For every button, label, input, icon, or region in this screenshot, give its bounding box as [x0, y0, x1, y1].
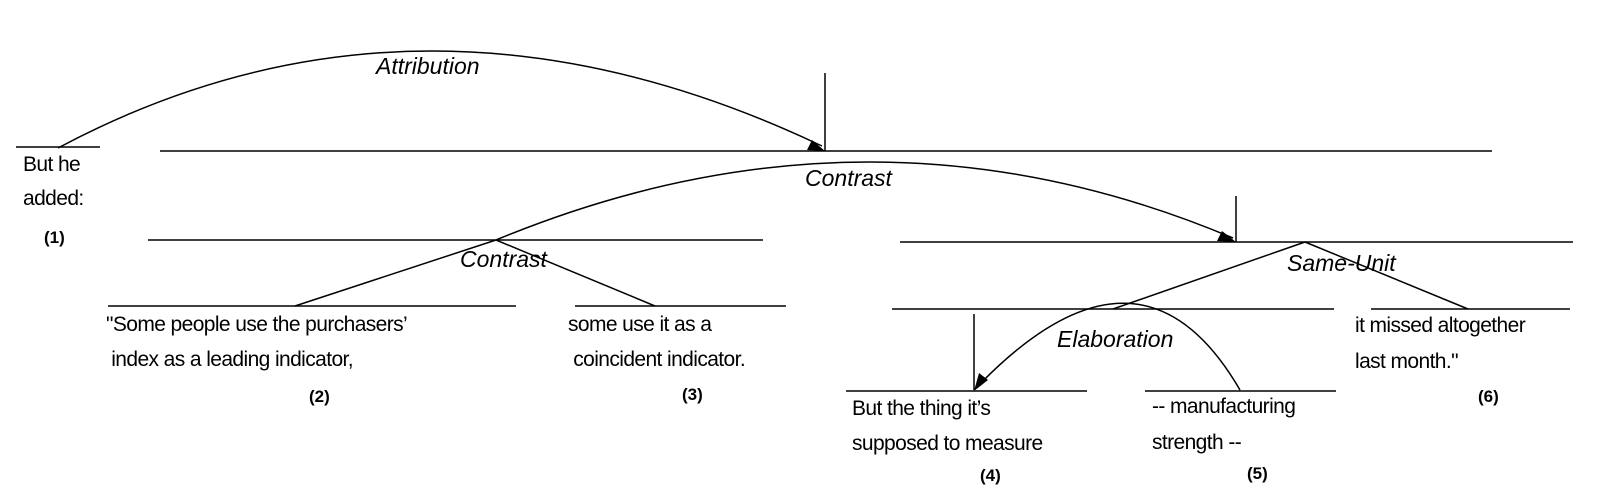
segment-3-line-1: some use it as a [568, 313, 712, 336]
contrast-left-label: Contrast [460, 246, 549, 272]
same-unit-label: Same-Unit [1287, 250, 1397, 276]
segment-6: it missed altogether last month." (6) [1355, 314, 1526, 406]
segment-4-number: (4) [980, 466, 1001, 485]
segment-2: "Some people use the purchasers’ index a… [106, 313, 408, 406]
attribution-arrowhead [807, 140, 825, 151]
segment-6-number: (6) [1478, 387, 1499, 406]
contrast-left-branch-2 [294, 239, 497, 307]
segment-1-number: (1) [44, 228, 65, 247]
segment-6-line-1: it missed altogether [1355, 314, 1526, 337]
segment-5-line-2: strength -- [1152, 431, 1242, 454]
same-unit-branch-left [1112, 241, 1306, 310]
attribution-label: Attribution [374, 53, 480, 79]
segment-5-line-1: -- manufacturing [1152, 395, 1295, 418]
segment-2-number: (2) [309, 387, 330, 406]
segment-1-line-1: But he [23, 153, 80, 176]
segment-4-line-1: But the thing it’s [852, 397, 990, 420]
segment-1: But he added: (1) [23, 153, 84, 247]
segment-3-line-2: coincident indicator. [568, 348, 745, 371]
contrast-top-arrowhead [1217, 231, 1236, 242]
segment-4: But the thing it’s supposed to measure (… [852, 397, 1043, 485]
segment-2-line-2: index as a leading indicator, [106, 348, 353, 371]
segment-2-line-1: "Some people use the purchasers’ [106, 313, 407, 336]
segment-1-line-2: added: [23, 187, 84, 210]
contrast-top-arc [495, 161, 1234, 241]
segment-6-line-2: last month." [1355, 350, 1458, 373]
elaboration-label: Elaboration [1057, 326, 1173, 352]
contrast-left-branch-3 [495, 239, 656, 307]
segment-5-number: (5) [1247, 464, 1268, 483]
segment-5: -- manufacturing strength -- (5) [1152, 395, 1296, 483]
elaboration-arc [976, 302, 1241, 391]
segment-4-line-2: supposed to measure [852, 432, 1043, 455]
same-unit-branch-right [1304, 241, 1469, 310]
segment-3: some use it as a coincident indicator. (… [568, 313, 746, 404]
attribution-arc [57, 50, 823, 149]
segment-3-number: (3) [682, 385, 703, 404]
elaboration-arrowhead [974, 373, 988, 391]
contrast-top-label: Contrast [805, 165, 894, 191]
